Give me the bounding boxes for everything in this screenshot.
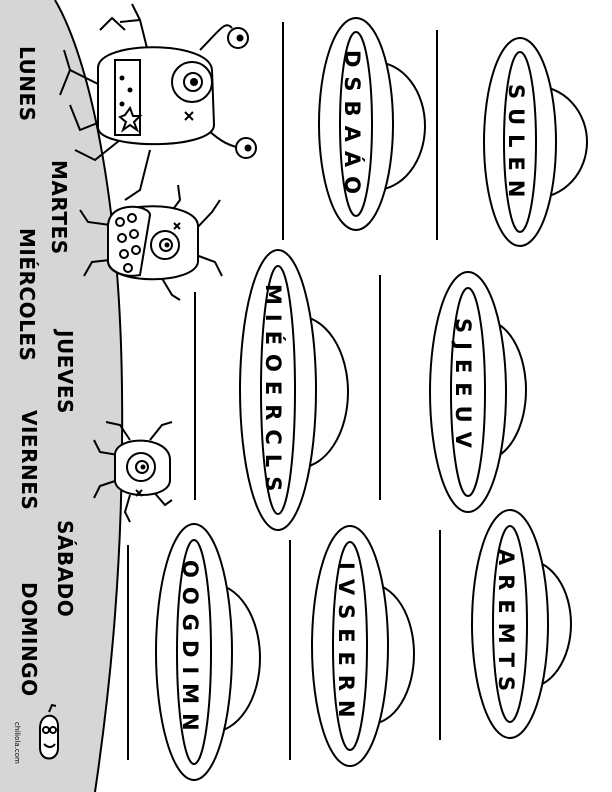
monster-small-illustration <box>93 421 173 523</box>
scrambled-word-1: SULEN <box>504 84 528 206</box>
scrambled-word-5: AREMTS <box>494 549 518 700</box>
day-viernes: VIERNES <box>17 410 41 510</box>
ufo-6: IVSEERN <box>311 525 415 767</box>
day-lunes: LUNES <box>15 46 39 122</box>
ufo-7: OOGDIMN <box>155 523 261 781</box>
chiliola-logo: chiliola.com <box>13 703 59 764</box>
ufo-5: AREMTS <box>471 509 572 739</box>
scrambled-word-7: OOGDIMN <box>178 560 202 740</box>
monster-medium-illustration <box>79 184 223 301</box>
scrambled-word-3: SJEEUV <box>451 318 475 457</box>
credit-text: chiliola.com <box>13 722 21 764</box>
ufo-1: SULEN <box>483 37 588 247</box>
monster-large-illustration <box>59 3 257 201</box>
ufo-4: MIÉOERCLS <box>239 249 349 531</box>
day-sabado: SÁBADO <box>53 520 77 617</box>
day-martes: MARTES <box>47 160 71 255</box>
answer-lines <box>127 22 441 760</box>
scrambled-word-2: DSBAÁO <box>340 50 365 203</box>
scrambled-word-4: MIÉOERCLS <box>261 284 286 500</box>
day-miercoles: MIÉRCOLES <box>15 228 39 361</box>
day-band <box>0 0 123 792</box>
day-jueves: JUEVES <box>53 328 77 414</box>
day-domingo: DOMINGO <box>17 582 41 697</box>
day-list: LUNES MARTES MIÉRCOLES JUEVES VIERNES SÁ… <box>15 46 77 697</box>
ufo-2: DSBAÁO <box>318 17 426 231</box>
ufo-3: SJEEUV <box>429 271 527 513</box>
scrambled-word-6: IVSEERN <box>334 562 358 727</box>
